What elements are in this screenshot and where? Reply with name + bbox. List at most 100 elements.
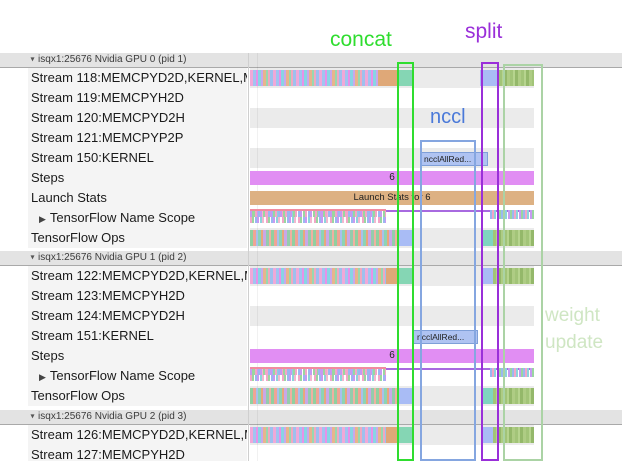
row-timeline[interactable] <box>250 266 534 286</box>
trace-row: ▶TensorFlow Name Scope <box>0 208 622 228</box>
row-label: TensorFlow Ops <box>28 386 247 406</box>
trace-event-segment[interactable] <box>481 427 493 443</box>
trace-event-segment[interactable] <box>481 230 493 246</box>
row-timeline[interactable] <box>250 208 534 228</box>
row-label: Stream 121:MEMCPYP2P <box>28 128 247 148</box>
row-label: ▶TensorFlow Name Scope <box>28 366 247 386</box>
weight-update-line1: weight <box>545 305 600 326</box>
nccl-kernel-bar[interactable]: ncclAllRed... <box>413 330 478 344</box>
row-label: Steps <box>28 346 247 366</box>
concat-annotation-label: concat <box>330 28 392 51</box>
split-annotation-label: split <box>465 20 503 43</box>
weight-update-region-box <box>503 64 543 461</box>
row-timeline[interactable]: 6 <box>250 346 534 366</box>
trace-row: Stream 127:MEMCPYH2D <box>0 445 622 461</box>
row-timeline[interactable] <box>250 228 534 248</box>
row-label: Stream 123:MEMCPYH2D <box>28 286 247 306</box>
section-gap <box>0 248 622 251</box>
collapse-caret-icon[interactable]: ▾ <box>30 412 35 421</box>
gpu-section-header-label: ▾isqx1:25676 Nvidia GPU 2 (pid 3) <box>30 411 187 422</box>
gpu-section-header-label: ▾isqx1:25676 Nvidia GPU 1 (pid 2) <box>30 252 187 263</box>
row-timeline[interactable]: ncclAllRed... <box>250 326 534 346</box>
row-timeline[interactable] <box>250 286 534 306</box>
row-label: Stream 150:KERNEL <box>28 148 247 168</box>
trace-event-segment[interactable] <box>397 268 413 284</box>
trace-event-segment[interactable] <box>480 70 498 86</box>
trace-row: Stream 124:MEMCPYD2H <box>0 306 622 326</box>
trace-event-segment[interactable] <box>490 210 534 219</box>
row-label: Stream 127:MEMCPYH2D <box>28 445 247 461</box>
trace-event-segment[interactable] <box>386 268 397 284</box>
trace-event-segment[interactable] <box>399 388 413 404</box>
trace-event-segment[interactable] <box>386 427 397 443</box>
trace-event-segment[interactable] <box>490 368 534 377</box>
gpu-section-header[interactable]: ▾isqx1:25676 Nvidia GPU 1 (pid 2) <box>0 251 622 266</box>
steps-bar[interactable]: 6 <box>250 171 534 185</box>
trace-event-segment[interactable] <box>250 427 386 443</box>
row-timeline[interactable]: 6 <box>250 168 534 188</box>
trace-row: Stream 118:MEMCPYD2D,KERNEL,ME <box>0 68 622 88</box>
trace-row: TensorFlow Ops <box>0 228 622 248</box>
row-timeline[interactable] <box>250 108 534 128</box>
trace-row: Stream 151:KERNEL ncclAllRed... <box>0 326 622 346</box>
row-timeline[interactable] <box>250 366 534 386</box>
name-scope-ticks[interactable] <box>250 367 386 385</box>
weight-update-line2: update <box>545 332 604 353</box>
trace-event-segment[interactable] <box>499 70 534 86</box>
row-timeline[interactable] <box>250 386 534 406</box>
row-label: Stream 118:MEMCPYD2D,KERNEL,ME <box>28 68 247 88</box>
trace-row: TensorFlow Ops <box>0 386 622 406</box>
row-timeline[interactable]: Launch Stats for 6 <box>250 188 534 208</box>
trace-event-segment[interactable] <box>250 388 399 404</box>
trace-event-segment[interactable] <box>481 268 493 284</box>
collapse-caret-icon[interactable]: ▾ <box>30 253 35 262</box>
collapse-caret-icon[interactable]: ▾ <box>30 55 35 64</box>
nccl-region-box <box>420 140 476 461</box>
row-timeline[interactable] <box>250 425 534 445</box>
name-scope-ticks[interactable] <box>250 209 386 227</box>
row-timeline[interactable] <box>250 68 534 88</box>
trace-event-segment[interactable] <box>399 230 413 246</box>
row-timeline[interactable] <box>250 306 534 326</box>
row-timeline[interactable] <box>250 128 534 148</box>
trace-rows-container: ▾isqx1:25676 Nvidia GPU 0 (pid 1) Stream … <box>0 53 622 461</box>
nccl-annotation-label: nccl <box>430 106 466 128</box>
expand-caret-icon[interactable]: ▶ <box>39 372 46 382</box>
gpu-section-header-band <box>28 251 534 265</box>
gpu-section-header-label: ▾isqx1:25676 Nvidia GPU 0 (pid 1) <box>30 54 187 65</box>
trace-row: Stream 119:MEMCPYH2D <box>0 88 622 108</box>
split-region-box <box>481 62 499 461</box>
row-timeline[interactable] <box>250 88 534 108</box>
trace-row: Stream 123:MEMCPYH2D <box>0 286 622 306</box>
label-timeline-divider <box>248 53 249 461</box>
trace-event-segment[interactable] <box>481 388 493 404</box>
row-label: Stream 124:MEMCPYD2H <box>28 306 247 326</box>
trace-event-segment[interactable] <box>250 230 399 246</box>
launch-stats-bar[interactable]: Launch Stats for 6 <box>250 191 534 205</box>
row-label: Stream 119:MEMCPYH2D <box>28 88 247 108</box>
trace-row: Stream 122:MEMCPYD2D,KERNEL,MI <box>0 266 622 286</box>
trace-event-segment[interactable] <box>378 70 397 86</box>
trace-event-segment[interactable] <box>386 368 534 370</box>
trace-event-segment[interactable] <box>397 427 413 443</box>
steps-bar[interactable]: 6 <box>250 349 534 363</box>
row-label: ▶TensorFlow Name Scope <box>28 208 247 228</box>
trace-row: Stream 126:MEMCPYD2D,KERNEL,MI <box>0 425 622 445</box>
row-label: Steps <box>28 168 247 188</box>
row-label: Stream 151:KERNEL <box>28 326 247 346</box>
row-timeline[interactable]: ncclAllRed... <box>250 148 534 168</box>
trace-event-segment[interactable] <box>250 268 386 284</box>
weight-update-annotation-label: weight update <box>545 302 603 356</box>
trace-event-segment[interactable] <box>386 210 534 212</box>
trace-event-segment[interactable] <box>250 70 378 86</box>
trace-row: Stream 120:MEMCPYD2H <box>0 108 622 128</box>
row-label: Launch Stats <box>28 188 247 208</box>
trace-event-segment[interactable] <box>397 70 412 86</box>
row-timeline[interactable] <box>250 445 534 461</box>
gpu-section-header[interactable]: ▾isqx1:25676 Nvidia GPU 2 (pid 3) <box>0 410 622 425</box>
expand-caret-icon[interactable]: ▶ <box>39 214 46 224</box>
row-label: Stream 122:MEMCPYD2D,KERNEL,MI <box>28 266 247 286</box>
